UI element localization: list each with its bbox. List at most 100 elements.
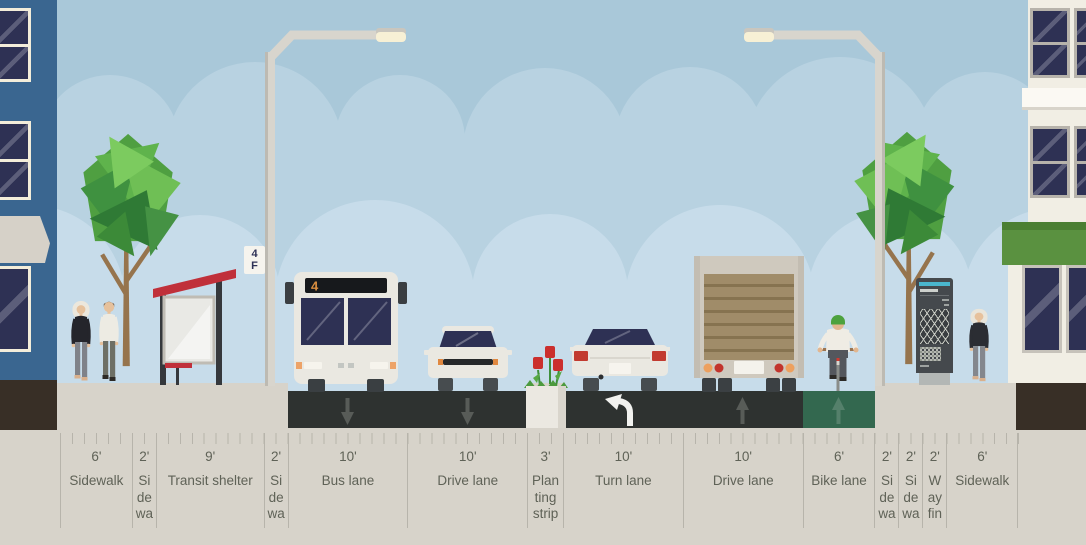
building-right	[1002, 0, 1086, 383]
window	[0, 8, 31, 82]
pedestrian-woman-left[interactable]	[68, 300, 94, 388]
leg	[82, 342, 88, 377]
car-body	[572, 345, 668, 376]
segment-name-label: Bike lane	[811, 473, 867, 488]
kiosk-legend-grid	[920, 347, 941, 361]
ruler-segment-9[interactable]: 6'Bike lane	[802, 433, 875, 528]
bike-tail-light	[836, 358, 840, 361]
shelter-bench	[165, 363, 192, 368]
truck-wheels	[702, 378, 796, 392]
kiosk-map	[920, 309, 949, 344]
car-rear-turn-lane[interactable]	[570, 326, 670, 391]
leg	[110, 341, 116, 377]
leg	[75, 342, 81, 375]
kiosk-header-stripe	[919, 282, 950, 286]
bus-mirror	[285, 282, 294, 304]
segment-width-label: 2'	[271, 449, 282, 464]
storefront-window	[1066, 265, 1086, 353]
cyclist[interactable]	[812, 314, 864, 392]
segment-width-label: 2'	[881, 449, 892, 464]
segment-name-label: Bus lane	[321, 473, 375, 488]
street-lamp-left[interactable]	[260, 24, 408, 388]
cornice	[1022, 88, 1086, 110]
bus-windshield	[301, 298, 391, 345]
bus-wheels	[308, 379, 384, 392]
ruler-segment-8[interactable]: 10'Drive lane	[682, 433, 803, 528]
torso	[74, 315, 88, 342]
car-windshield	[439, 331, 497, 349]
head	[974, 312, 984, 321]
segment-name-label: Sidewalk	[955, 473, 1010, 488]
cyclist-helmet	[831, 315, 845, 325]
awning-right	[1002, 222, 1086, 265]
torso	[102, 313, 116, 341]
leg	[103, 341, 109, 375]
ruler-segment-4[interactable]: 10' Bus lane	[287, 433, 408, 528]
turn-lane-arrow-left-icon	[605, 394, 633, 426]
leg	[973, 346, 979, 377]
wayfinding-kiosk[interactable]	[916, 278, 953, 385]
ruler-segment-13[interactable]: 6' Sidewalk	[946, 433, 1019, 528]
segment-width-label: 6'	[91, 449, 102, 464]
building-base-left	[0, 380, 57, 430]
building-left	[0, 0, 57, 383]
car-wheel	[583, 378, 599, 391]
ruler-segment-7[interactable]: 10' Turn lane	[563, 433, 683, 528]
license-plate	[609, 363, 631, 374]
window	[1030, 8, 1070, 78]
transit-shelter[interactable]	[150, 263, 242, 387]
window	[1030, 126, 1070, 198]
shelter-roof	[153, 269, 236, 298]
cyclist-torso	[826, 328, 850, 352]
segment-width-label: 6'	[977, 449, 988, 464]
segment-width-label: 10'	[734, 449, 752, 464]
bus-stop-sign[interactable]: 4 F	[244, 246, 265, 274]
car-front[interactable]	[424, 325, 512, 391]
planting-strip-planter[interactable]	[524, 338, 568, 428]
pedestrian-woman-right[interactable]	[966, 308, 992, 388]
segment-name-label: Turn lane	[595, 473, 652, 488]
ruler-segment-2[interactable]: 9'Transit shelter	[155, 433, 264, 528]
street-lamp-right[interactable]	[742, 24, 890, 388]
bike-lane-arrow-up-icon	[832, 397, 845, 424]
ruler-ticks	[60, 433, 1019, 444]
segment-width-label: 2'	[905, 449, 916, 464]
segment-width-label: 10'	[339, 449, 357, 464]
head	[103, 301, 115, 313]
ruler-segment-5[interactable]: 10'Drive lane	[407, 433, 527, 528]
drive-lane-arrow-up-icon	[736, 397, 749, 424]
bike-wheel	[836, 362, 840, 391]
tree-left[interactable]	[70, 114, 195, 386]
bus[interactable]: 4	[282, 270, 410, 392]
cyclist-leg	[839, 356, 847, 378]
segment-name-label: Drive lane	[437, 473, 499, 488]
segment-width-label: 2'	[139, 449, 150, 464]
kiosk-base	[919, 373, 950, 385]
taillight	[574, 351, 588, 361]
shelter-post	[216, 276, 222, 385]
torso	[972, 322, 986, 347]
cyclist-leg	[829, 356, 837, 376]
ruler-segment-0[interactable]: 6'Sidewalk	[60, 433, 132, 528]
head	[76, 305, 86, 314]
segment-width-label: 10'	[614, 449, 633, 464]
truck[interactable]	[692, 256, 806, 392]
bus-stop-sign-line1: 4	[251, 248, 258, 260]
bus-destination-sign	[305, 278, 387, 293]
pedestrian-man-left[interactable]	[96, 298, 122, 388]
storefront-window	[1022, 265, 1062, 353]
segment-width-label: 2'	[929, 449, 940, 464]
drive-lane-arrow-down-icon	[461, 398, 474, 425]
car-rear-window	[585, 329, 655, 345]
